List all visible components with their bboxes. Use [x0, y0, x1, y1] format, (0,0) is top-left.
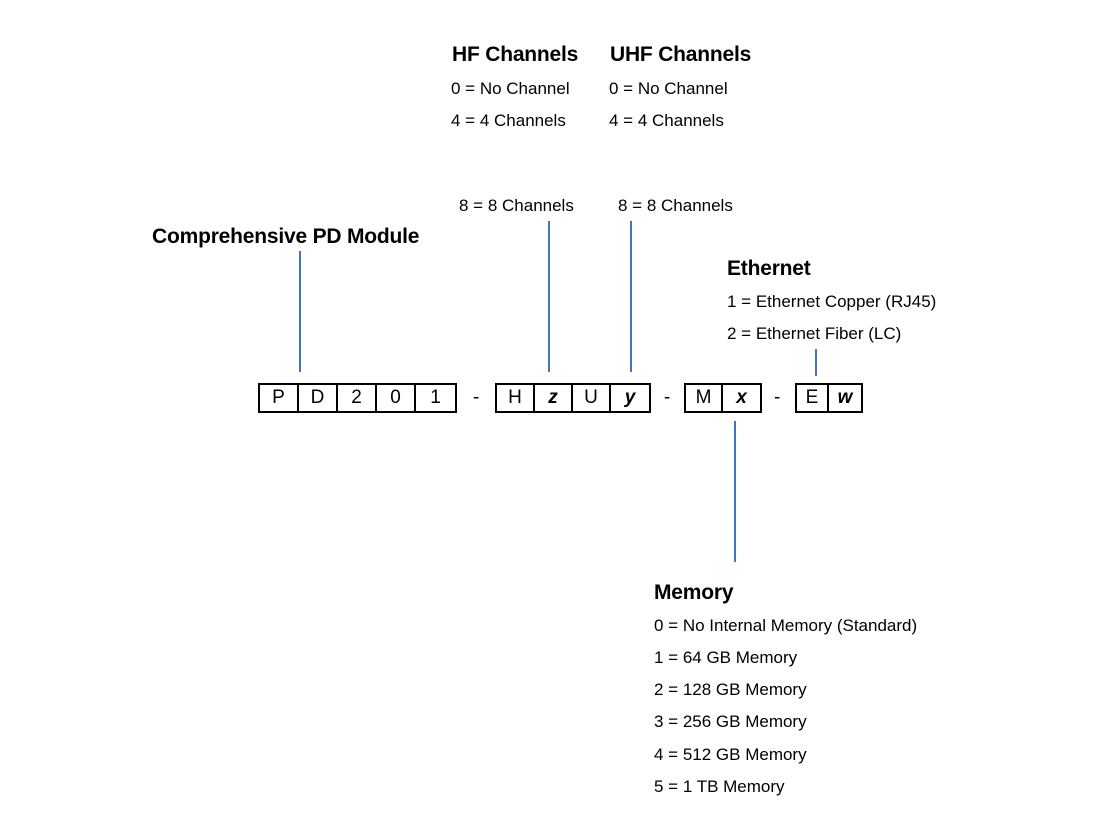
- module-connector-line: [299, 251, 301, 372]
- ethernet-option-2: 2 = Ethernet Fiber (LC): [727, 324, 902, 343]
- memory-option-5: 5 = 1 TB Memory: [654, 777, 785, 796]
- memory-option-4: 4 = 512 GB Memory: [654, 745, 807, 764]
- uhf-code-cell: U: [573, 385, 612, 411]
- part-base-cell: 1: [430, 387, 441, 408]
- uhf-option-8: 8 = 8 Channels: [618, 196, 733, 215]
- uhf-connector-line: [630, 221, 632, 372]
- separator-dash: -: [664, 387, 671, 408]
- uhf-option-0: 0 = No Channel: [609, 79, 728, 98]
- memory-connector-line: [734, 421, 736, 562]
- hf-option-0: 0 = No Channel: [451, 79, 570, 98]
- memory-variable-cell: x: [736, 387, 747, 408]
- part-channels-group: H z U y: [495, 383, 651, 413]
- memory-option-0: 0 = No Internal Memory (Standard): [654, 616, 918, 635]
- hf-count-variable-cell: z: [535, 385, 574, 411]
- separator-dash: -: [473, 387, 480, 408]
- hf-code-cell: H: [497, 385, 536, 411]
- memory-option-2: 2 = 128 GB Memory: [654, 680, 807, 699]
- ethernet-connector-line: [815, 349, 817, 376]
- ethernet-code-cell: E: [797, 385, 830, 411]
- ethernet-option-1: 1 = Ethernet Copper (RJ45): [727, 292, 937, 311]
- part-base-cell: P: [260, 385, 299, 411]
- memory-title: Memory: [654, 581, 734, 604]
- part-base-cell: 0: [377, 385, 416, 411]
- uhf-channels-title: UHF Channels: [610, 43, 752, 66]
- memory-code-cell: M: [686, 385, 724, 411]
- memory-option-3: 3 = 256 GB Memory: [654, 712, 807, 731]
- part-base-cell: D: [299, 385, 338, 411]
- uhf-option-4: 4 = 4 Channels: [609, 111, 724, 130]
- uhf-count-variable-cell: y: [624, 387, 636, 408]
- hf-connector-line: [548, 221, 550, 372]
- part-memory-group: M x: [684, 383, 762, 413]
- memory-option-1: 1 = 64 GB Memory: [654, 648, 798, 667]
- hf-channels-title: HF Channels: [452, 43, 579, 66]
- part-base-group: P D 2 0 1: [258, 383, 457, 413]
- separator-dash: -: [774, 387, 781, 408]
- ethernet-title: Ethernet: [727, 257, 811, 280]
- hf-option-8: 8 = 8 Channels: [459, 196, 574, 215]
- ethernet-variable-cell: w: [837, 387, 853, 408]
- part-base-cell: 2: [338, 385, 377, 411]
- part-ethernet-group: E w: [795, 383, 863, 413]
- hf-option-4: 4 = 4 Channels: [451, 111, 566, 130]
- module-label: Comprehensive PD Module: [152, 225, 420, 248]
